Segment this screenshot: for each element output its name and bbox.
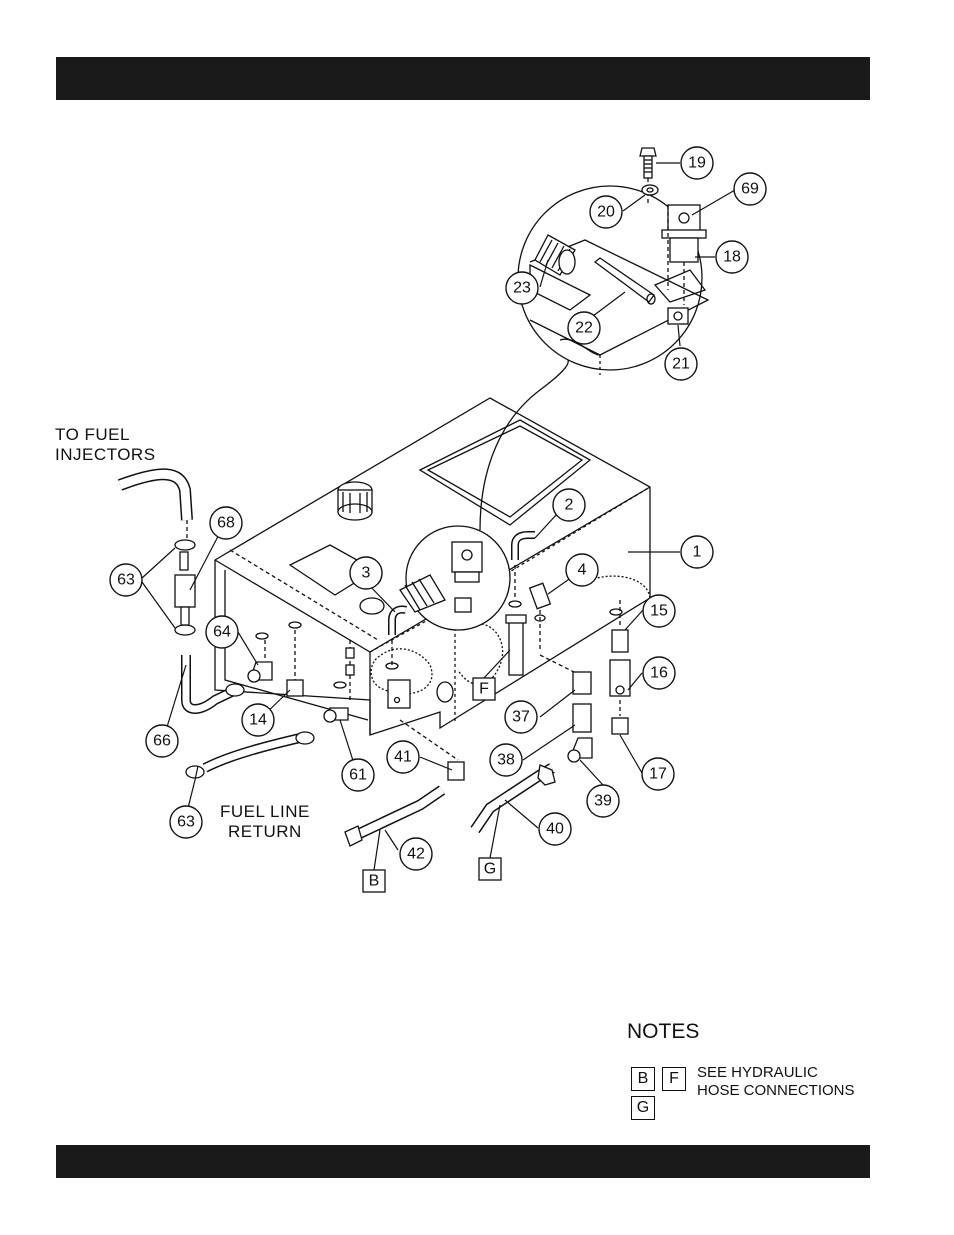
callout-number: 19 xyxy=(688,155,706,172)
callout-2: 2 xyxy=(553,489,585,521)
callout-41: 41 xyxy=(387,741,419,773)
svg-text:B: B xyxy=(369,873,380,890)
callout-number: 22 xyxy=(575,320,593,337)
callout-number: 40 xyxy=(546,821,564,838)
callout-number: 21 xyxy=(672,356,690,373)
callout-38: 38 xyxy=(490,744,522,776)
callout-number: 41 xyxy=(394,749,412,766)
callout-61: 61 xyxy=(342,759,374,791)
notes-box-f: F xyxy=(662,1067,686,1091)
to-fuel-injectors-label-line2: INJECTORS xyxy=(55,445,156,464)
svg-text:G: G xyxy=(484,861,496,878)
tank-drawing xyxy=(120,148,708,846)
callout-number: 66 xyxy=(153,733,171,750)
callout-39: 39 xyxy=(587,785,619,817)
callout-number: 16 xyxy=(650,665,668,682)
callout-23: 23 xyxy=(506,272,538,304)
callout-66: 66 xyxy=(146,725,178,757)
fuel-line-return-label-line2: RETURN xyxy=(228,822,302,841)
callout-15: 15 xyxy=(643,595,675,627)
notes-text: SEE HYDRAULIC HOSE CONNECTIONS xyxy=(697,1064,855,1100)
callout-number: 15 xyxy=(650,603,668,620)
callout-14: 14 xyxy=(242,704,274,736)
callout-number: 37 xyxy=(512,709,530,726)
callout-4: 4 xyxy=(566,554,598,586)
callout-number: 42 xyxy=(407,846,425,863)
callout-number: 18 xyxy=(723,249,741,266)
callout-16: 16 xyxy=(643,657,675,689)
callout-63b: 63 xyxy=(170,806,202,838)
notes-title: NOTES xyxy=(627,1020,699,1044)
callout-number: 39 xyxy=(594,793,612,810)
callout-22: 22 xyxy=(568,312,600,344)
callout-1: 1 xyxy=(681,536,713,568)
fuel-line-return-label-line1: FUEL LINE xyxy=(220,802,310,821)
callout-number: 63 xyxy=(177,814,195,831)
callout-number: 61 xyxy=(349,767,367,784)
callout-42: 42 xyxy=(400,838,432,870)
callout-number: 23 xyxy=(513,280,531,297)
callout-68: 68 xyxy=(210,507,242,539)
callout-number: 14 xyxy=(249,712,267,729)
callout-number: 1 xyxy=(693,544,702,561)
callout-number: 64 xyxy=(213,624,231,641)
callout-3: 3 xyxy=(350,557,382,589)
connection-box-f: F xyxy=(473,678,495,700)
callout-21: 21 xyxy=(665,348,697,380)
svg-text:F: F xyxy=(479,681,489,698)
callout-20: 20 xyxy=(590,196,622,228)
callout-number: 69 xyxy=(741,181,759,198)
notes-box-g: G xyxy=(631,1096,655,1120)
connection-box-b: B xyxy=(363,870,385,892)
callout-number: 4 xyxy=(578,562,587,579)
callout-number: 3 xyxy=(362,565,371,582)
connection-box-g: G xyxy=(479,858,501,880)
callout-18: 18 xyxy=(716,241,748,273)
to-fuel-injectors-label-line1: TO FUEL xyxy=(55,425,130,444)
callout-17: 17 xyxy=(642,758,674,790)
callout-63: 63 xyxy=(110,564,142,596)
callout-number: 68 xyxy=(217,515,235,532)
callout-69: 69 xyxy=(734,173,766,205)
callout-40: 40 xyxy=(539,813,571,845)
callout-number: 38 xyxy=(497,752,515,769)
callout-number: 17 xyxy=(649,766,667,783)
callout-number: 63 xyxy=(117,572,135,589)
callout-19: 19 xyxy=(681,147,713,179)
notes-box-b: B xyxy=(631,1067,655,1091)
callout-64: 64 xyxy=(206,616,238,648)
callout-37: 37 xyxy=(505,701,537,733)
callout-number: 20 xyxy=(597,204,615,221)
callout-number: 2 xyxy=(565,497,574,514)
